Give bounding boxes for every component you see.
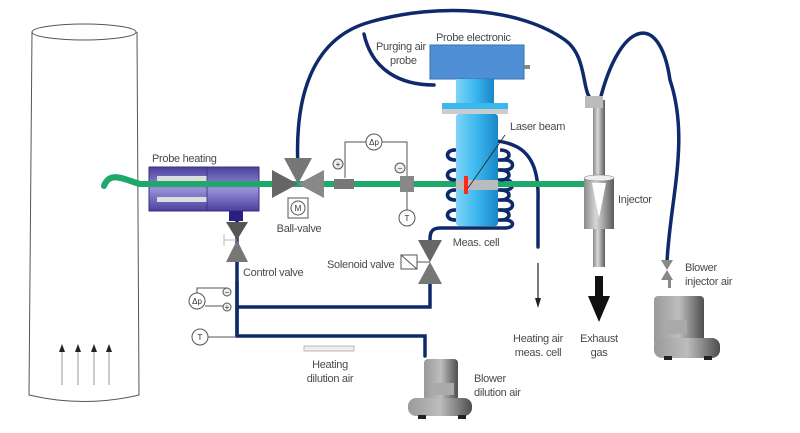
heating-dilution-air-element: [303, 345, 355, 352]
minus-icon: −: [398, 164, 403, 173]
temperature-sensor-left: T: [191, 328, 237, 346]
probe-electronic: [429, 44, 530, 80]
blower-dilution-label-line2: dilution air: [474, 387, 521, 399]
control-valve[interactable]: [223, 222, 248, 262]
solenoid-hose: [237, 280, 432, 309]
exhaust-label-line2: gas: [591, 347, 609, 359]
injector: [583, 96, 615, 267]
heating-dilution-label-line1: Heating: [312, 359, 348, 371]
temperature-sensor-icon: T: [405, 214, 410, 223]
flow-arrow-head: [59, 344, 65, 352]
differential-pressure-sensor-left: Δp − +: [188, 287, 232, 312]
solenoid-valve-label: Solenoid valve: [327, 259, 395, 271]
heating-dilution-label-line2: dilution air: [307, 373, 354, 385]
temperature-sensor-icon: T: [198, 333, 203, 342]
heating-air-label-line2: meas. cell: [515, 347, 562, 359]
delta-p-icon: Δp: [369, 138, 379, 147]
heating-coil-front: [445, 148, 511, 222]
measuring-cell: [442, 79, 508, 226]
exhaust-label-line1: Exhaust: [580, 333, 618, 345]
blower-dilution-label-line1: Blower: [474, 373, 506, 385]
ball-valve-label: Ball-valve: [277, 223, 322, 235]
meas-cell-label: Meas. cell: [453, 237, 500, 249]
ball-valve[interactable]: M: [272, 158, 324, 219]
flow-arrow-head: [106, 344, 112, 352]
injector-label: Injector: [618, 194, 652, 206]
flow-arrow-head: [75, 344, 81, 352]
solenoid-valve[interactable]: [400, 240, 442, 284]
differential-pressure-sensor-top: Δp + − T: [332, 133, 416, 227]
purging-air-label-line1: Purging air: [376, 41, 427, 53]
delta-p-icon: Δp: [192, 297, 202, 306]
blower-injector-air: [654, 280, 720, 360]
control-valve-label: Control valve: [243, 267, 303, 279]
laser-beam-label: Laser beam: [510, 121, 565, 133]
plus-icon: +: [225, 303, 230, 312]
laser-beam-marker: [464, 176, 468, 194]
heating-air-outlet-arrow: [535, 263, 541, 308]
probe-heating-label: Probe heating: [152, 153, 217, 165]
exhaust-arrow: [588, 276, 610, 322]
injector-air-hose: [598, 31, 681, 264]
laser-beam-pointer: [467, 134, 506, 189]
blower-injector-label-line1: Blower: [685, 262, 717, 274]
stack-flow-arrows: [59, 344, 112, 385]
blower-injector-label-line2: injector air: [685, 276, 733, 288]
minus-icon: −: [225, 288, 230, 297]
purging-branch-hose: [362, 32, 436, 87]
purging-air-hose: [295, 8, 597, 170]
probe-heating: [101, 166, 260, 221]
blower-dilution-air: [408, 359, 472, 419]
flow-arrow-head: [91, 344, 97, 352]
dilution-hose: [235, 210, 427, 358]
stack-chimney: [28, 23, 140, 402]
probe-electronic-label: Probe electronic: [436, 32, 511, 44]
purging-air-label-line2: probe: [390, 55, 417, 67]
injector-air-valve[interactable]: [661, 260, 673, 280]
plus-icon: +: [336, 160, 341, 169]
motor-icon: M: [295, 204, 302, 213]
heating-air-label-line1: Heating air: [513, 333, 564, 345]
